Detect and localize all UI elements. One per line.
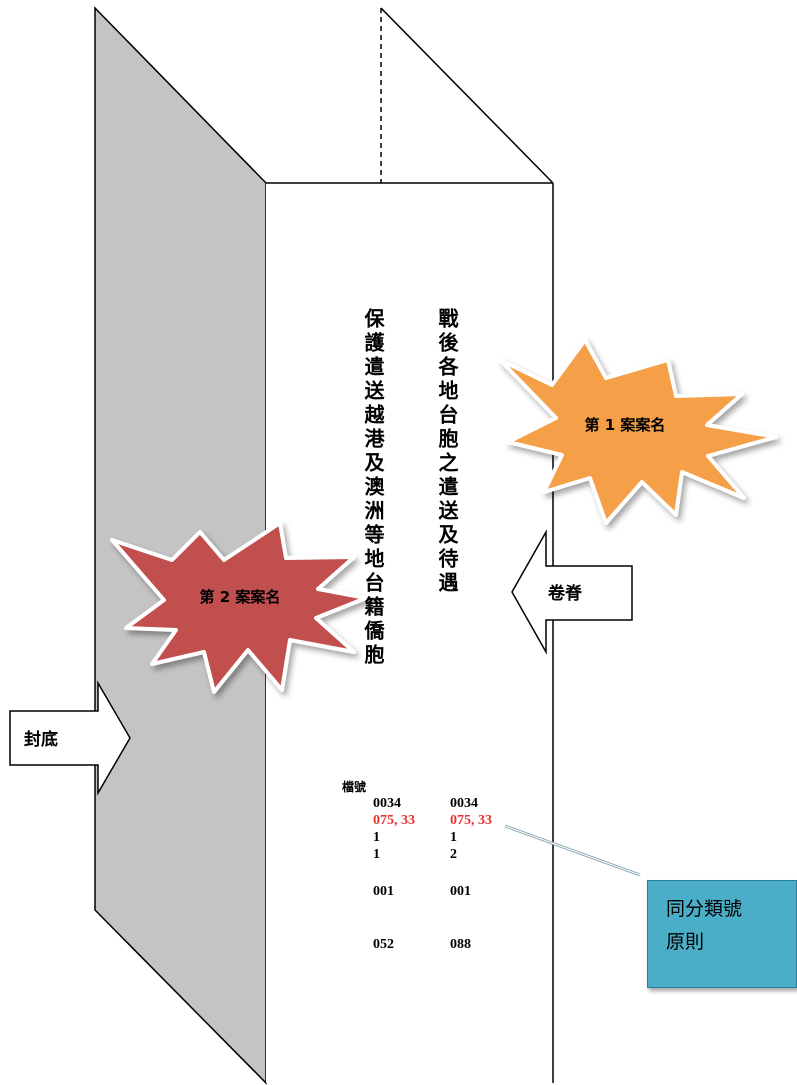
case-2-spine-title: 保護遣送越港及澳洲等地台籍僑胞 xyxy=(361,308,385,668)
rule-box-line-2: 原則 xyxy=(666,931,705,953)
code-value: 0034 xyxy=(450,796,478,811)
spine-panel xyxy=(266,183,553,1083)
spine-arrow xyxy=(511,529,633,655)
code-value: 1 xyxy=(373,847,380,862)
rule-box-line-1: 同分類號 xyxy=(666,898,743,920)
back-cover-label: 封底 xyxy=(24,730,58,750)
code-value: 2 xyxy=(450,847,457,862)
case-2-burst xyxy=(110,521,368,694)
code-value: 088 xyxy=(450,937,471,952)
code-value: 001 xyxy=(450,884,471,899)
classification-value: 075, 33 xyxy=(450,813,492,828)
front-cover-fold xyxy=(380,7,554,184)
same-classification-rule-box: 同分類號 原則 xyxy=(647,880,797,988)
case-1-spine-title: 戰後各地台胞之遣送及待遇 xyxy=(435,308,459,596)
code-value: 0034 xyxy=(373,796,401,811)
code-value: 1 xyxy=(450,830,457,845)
case-1-name-label: 第 1 案案名 xyxy=(584,416,666,434)
archive-number-column-1: 0034 075, 33 1 1 001 052 xyxy=(373,795,443,953)
case-1-burst xyxy=(498,338,778,525)
code-value: 1 xyxy=(373,830,380,845)
back-cover-arrow xyxy=(9,680,131,796)
classification-value: 075, 33 xyxy=(373,813,415,828)
case-2-name-label: 第 2 案案名 xyxy=(199,588,281,606)
spine-label: 卷脊 xyxy=(548,584,582,604)
code-value: 052 xyxy=(373,937,394,952)
code-value: 001 xyxy=(373,884,394,899)
archive-number-column-2: 0034 075, 33 1 2 001 088 xyxy=(450,795,520,953)
archive-number-label: 檔號 xyxy=(342,780,367,794)
